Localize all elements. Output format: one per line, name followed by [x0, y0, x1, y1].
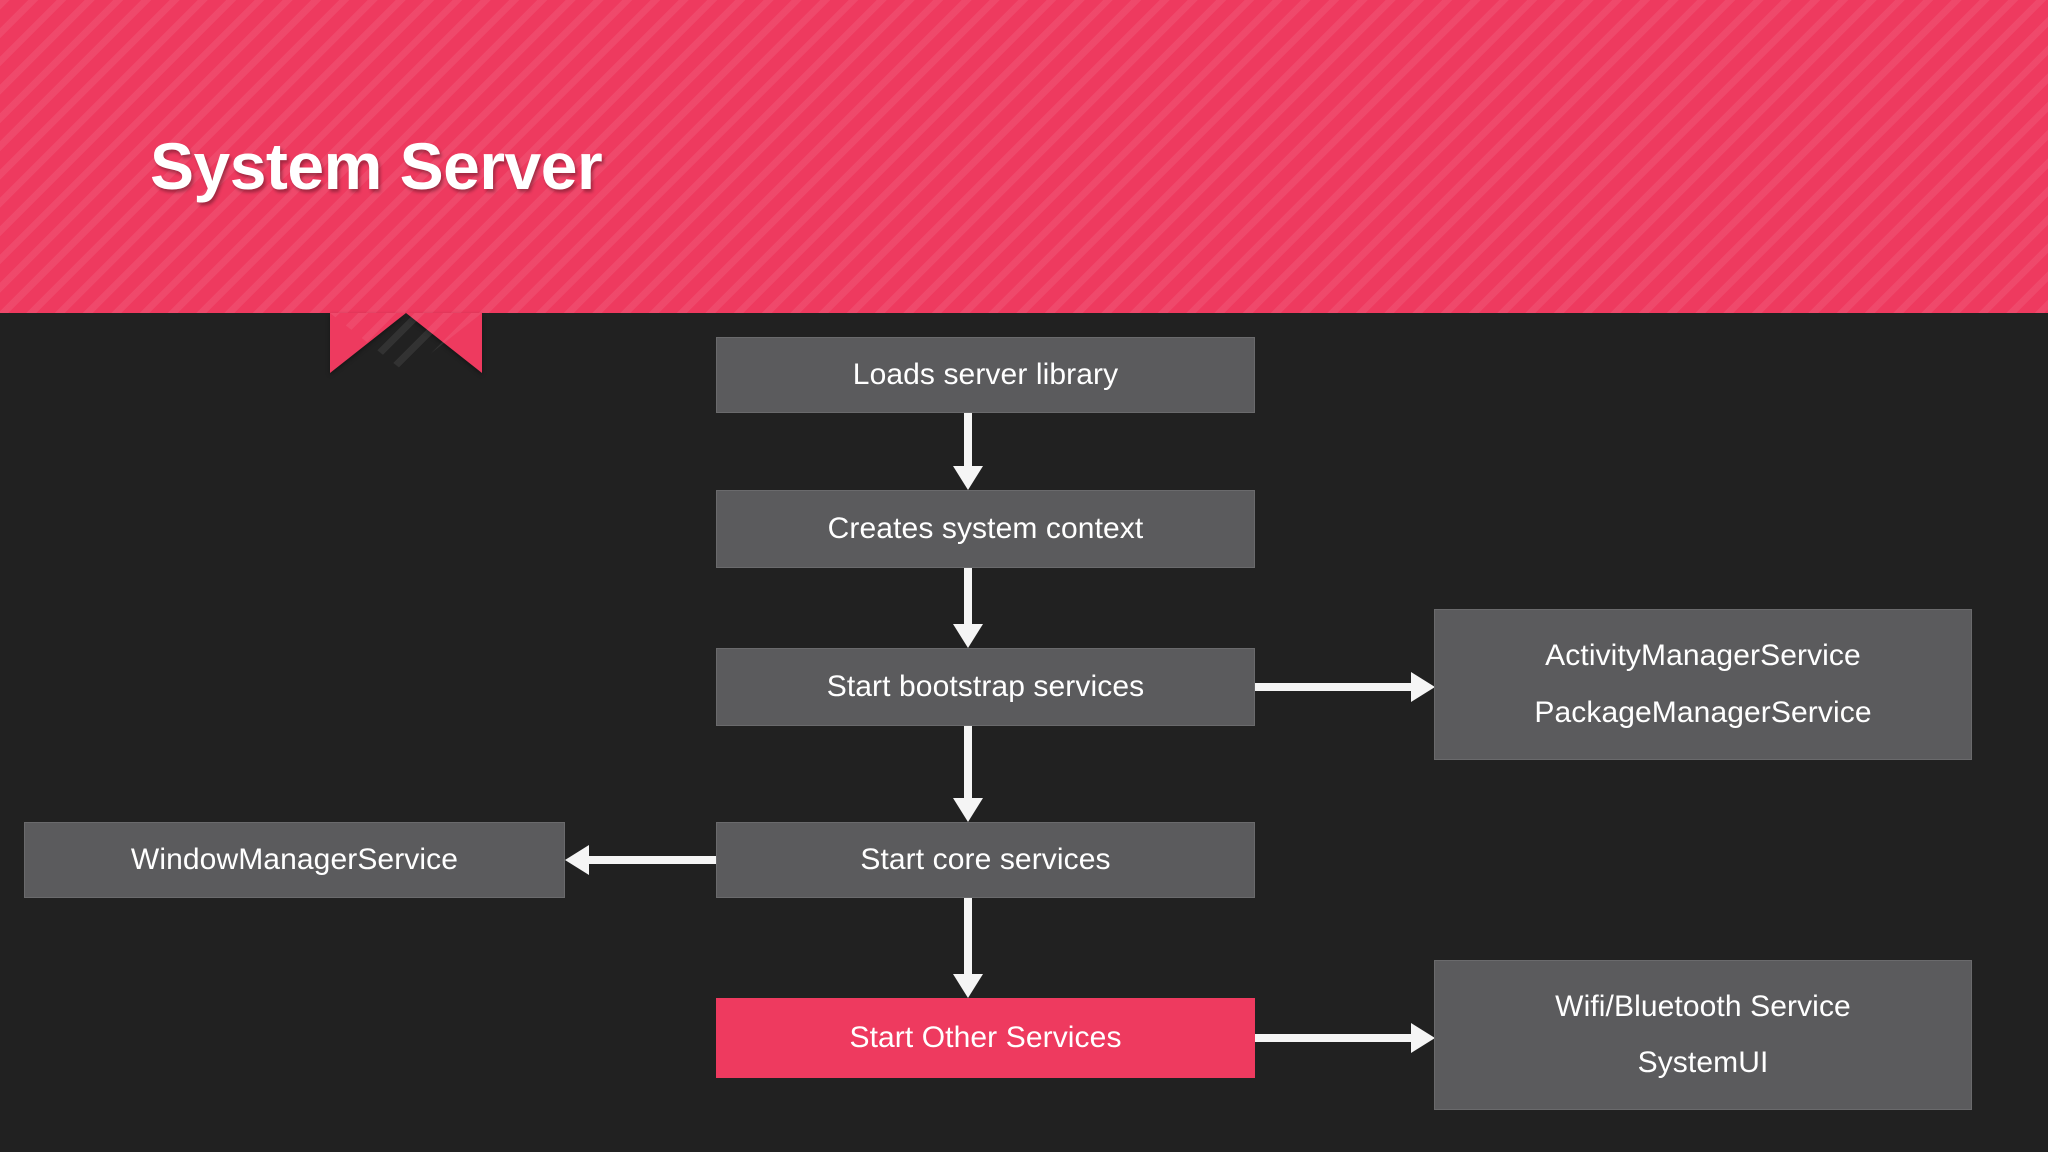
flow-node-label: Loads server library	[852, 357, 1119, 391]
flow-node-label-line1: Wifi/Bluetooth Service	[1555, 989, 1851, 1023]
flow-arrow-core-to-window	[565, 842, 717, 878]
flow-node-creates-system-context[interactable]: Creates system context	[716, 490, 1255, 568]
arrow-head	[1411, 672, 1435, 702]
flow-arrow-bootstrap-to-detail	[1255, 669, 1435, 705]
flow-node-label: Start Other Services	[849, 1020, 1122, 1054]
arrow-shaft	[1255, 683, 1413, 691]
flow-node-label: Start bootstrap services	[826, 669, 1145, 703]
header-notch-triangle	[330, 313, 482, 373]
flow-node-window-manager-service[interactable]: WindowManagerService	[24, 822, 565, 898]
arrow-shaft	[1255, 1034, 1413, 1042]
arrow-head	[953, 624, 983, 648]
flow-node-start-other-services[interactable]: Start Other Services	[716, 998, 1255, 1078]
arrow-head	[1411, 1023, 1435, 1053]
flow-node-start-bootstrap-services[interactable]: Start bootstrap services	[716, 648, 1255, 726]
flow-node-label: Start core services	[860, 842, 1111, 876]
flow-arrow-other-to-detail	[1255, 1020, 1435, 1056]
flow-node-label-line2: SystemUI	[1637, 1046, 1769, 1079]
arrow-shaft	[964, 898, 972, 976]
arrow-head	[953, 466, 983, 490]
flow-arrow-loads-to-creates	[938, 413, 998, 490]
flow-arrow-bootstrap-to-core	[938, 726, 998, 822]
arrow-shaft	[964, 413, 972, 468]
arrow-head	[953, 798, 983, 822]
page-title: System Server	[150, 129, 603, 203]
arrow-head	[565, 845, 589, 875]
flow-node-label-line2: PackageManagerService	[1534, 695, 1872, 729]
flow-arrow-core-to-other	[938, 898, 998, 998]
arrow-head	[953, 974, 983, 998]
flow-arrow-creates-to-bootstrap	[938, 568, 998, 648]
flow-node-loads-server-library[interactable]: Loads server library	[716, 337, 1255, 413]
flow-node-label: Creates system context	[827, 511, 1144, 545]
arrow-shaft	[964, 726, 972, 800]
arrow-shaft	[964, 568, 972, 626]
arrow-shaft	[587, 856, 717, 864]
flow-node-label-line1: ActivityManagerService	[1545, 639, 1861, 672]
flow-node-label: WindowManagerService	[130, 842, 459, 876]
flow-node-start-core-services[interactable]: Start core services	[716, 822, 1255, 898]
